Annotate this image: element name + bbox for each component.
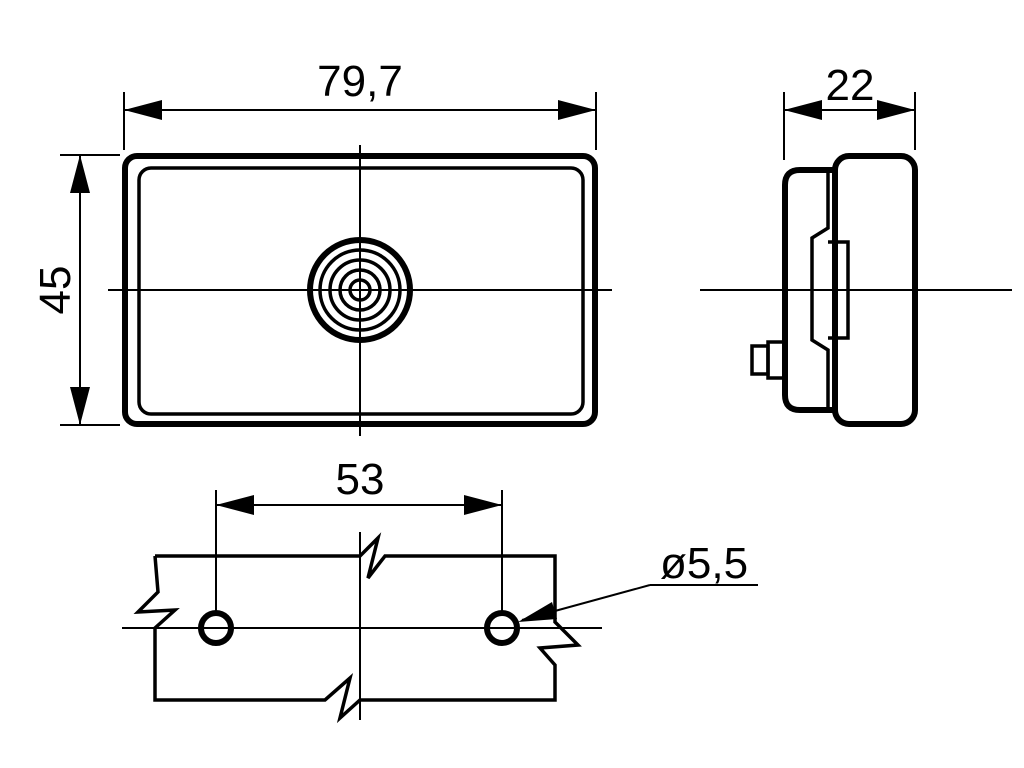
hole-diameter-callout: ø5,5 (518, 539, 758, 622)
side-base-body (782, 167, 835, 413)
mounting-hole-right (484, 610, 520, 646)
depth-dimension: 22 (783, 61, 916, 160)
front-view: 79,7 45 (31, 57, 612, 436)
height-dimension: 45 (31, 154, 120, 426)
side-gasket-profile (810, 170, 830, 410)
width-dimension-label: 79,7 (317, 57, 403, 106)
side-connector-stub (750, 344, 770, 376)
reflector-concentric-rings (307, 237, 413, 343)
plate-left-section (133, 532, 582, 724)
hole-spacing-dimension: 53 (215, 455, 503, 612)
side-gasket-inner (828, 240, 850, 340)
hole-spacing-label: 53 (336, 455, 385, 504)
side-connector-neck (766, 340, 787, 380)
side-view: 22 (700, 61, 1012, 427)
side-lens-block (832, 153, 918, 427)
hole-diameter-label: ø5,5 (660, 539, 748, 588)
width-dimension: 79,7 (123, 57, 597, 150)
height-dimension-label: 45 (31, 266, 80, 315)
mounting-hole-view: 53 ø5,5 (122, 455, 758, 724)
mounting-hole-left (198, 610, 234, 646)
depth-dimension-label: 22 (826, 61, 875, 110)
